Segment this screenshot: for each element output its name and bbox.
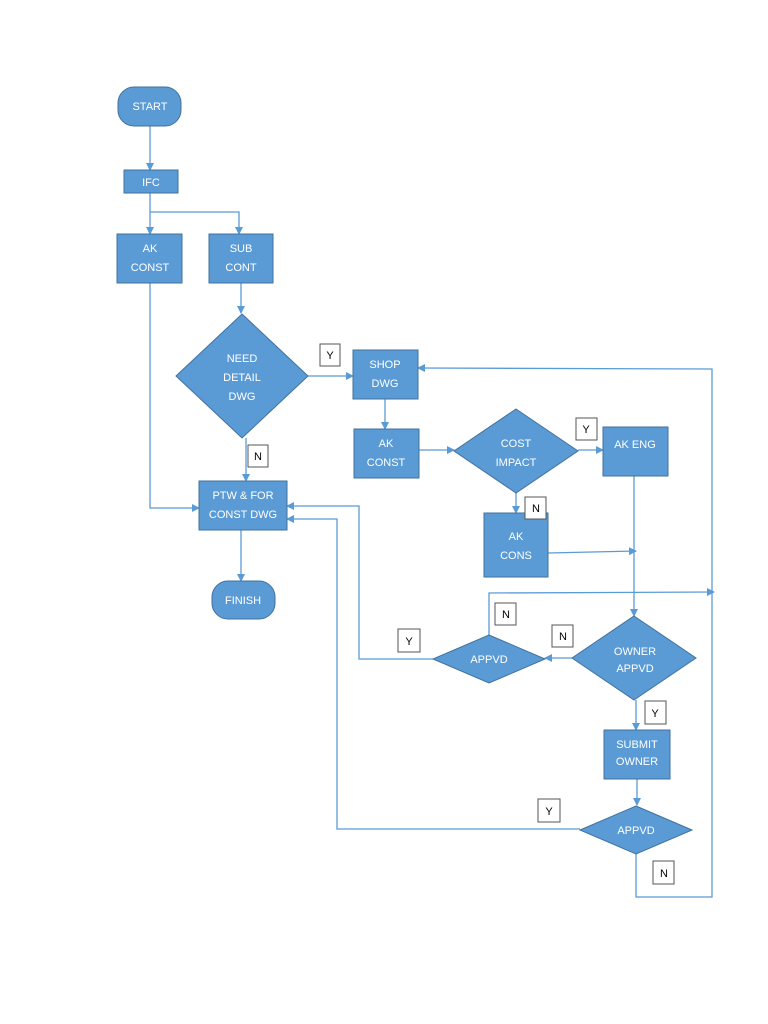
node-label: SHOP xyxy=(369,359,400,371)
node-label: APPVD xyxy=(617,825,654,837)
svg-text:FINISH: FINISH xyxy=(225,595,261,607)
node-label: SUBMIT xyxy=(616,739,658,751)
edge-label-cost-no: N xyxy=(524,496,547,520)
node-ptw-const-dwg: PTW & FOR CONST DWG xyxy=(198,480,288,531)
node-label: CONS xyxy=(500,550,532,562)
node-appvd-1: APPVD xyxy=(431,634,547,684)
node-ak-cons: AK CONS xyxy=(483,512,549,578)
svg-text:Y: Y xyxy=(582,424,590,436)
node-label: AK xyxy=(143,243,158,255)
svg-text:N: N xyxy=(502,609,510,621)
node-label: SUB xyxy=(230,243,253,255)
node-sub-cont: SUB CONT xyxy=(208,233,274,284)
node-label: CONST xyxy=(131,262,170,274)
edge-label-appvd1-no: N xyxy=(494,602,517,626)
svg-text:N: N xyxy=(254,451,262,463)
node-label: PTW & FOR xyxy=(212,490,273,502)
edge-label-owner-no: N xyxy=(551,624,574,648)
svg-text:START: START xyxy=(132,101,167,113)
node-label: CONST DWG xyxy=(209,509,277,521)
node-need-detail-dwg: NEED DETAIL DWG xyxy=(175,313,309,439)
svg-text:Y: Y xyxy=(405,636,413,648)
node-appvd-2: APPVD xyxy=(578,805,694,855)
node-shop-dwg: SHOP DWG xyxy=(352,349,419,400)
node-ak-const-2: AK CONST xyxy=(353,428,420,479)
svg-text:APPVD: APPVD xyxy=(617,825,654,837)
connector-ak-cons-merge xyxy=(547,547,637,556)
node-ak-eng: AK ENG xyxy=(602,426,669,477)
node-label: START xyxy=(132,101,167,113)
connector-appvd2-no xyxy=(417,364,713,898)
node-label: IFC xyxy=(142,177,160,189)
svg-text:Y: Y xyxy=(326,350,334,362)
node-label: NEED xyxy=(227,353,258,365)
node-finish: FINISH xyxy=(211,580,276,620)
connector-appvd1-yes xyxy=(286,502,433,660)
edge-label-appvd2-yes: Y xyxy=(537,798,561,823)
node-submit-owner: SUBMIT OWNER xyxy=(603,729,671,780)
node-label: COST xyxy=(501,438,532,450)
svg-text:N: N xyxy=(660,868,668,880)
connector-appvd1-no xyxy=(488,588,715,635)
svg-text:AK ENG: AK ENG xyxy=(614,439,656,451)
edge-label-appvd1-yes: Y xyxy=(397,628,421,653)
node-label: DETAIL xyxy=(223,372,261,384)
connector-appvd2-yes xyxy=(286,515,580,830)
connector-ak-const-ptw xyxy=(149,283,200,512)
node-label: OWNER xyxy=(616,756,658,768)
edge-label-cost-yes: Y xyxy=(575,417,598,441)
svg-text:N: N xyxy=(559,631,567,643)
node-label: DWG xyxy=(229,391,256,403)
node-start: START xyxy=(117,86,182,127)
node-label: IMPACT xyxy=(496,457,537,469)
edge-label-need-detail-yes: Y xyxy=(319,343,341,367)
connectors xyxy=(146,126,715,898)
svg-text:Y: Y xyxy=(651,708,659,720)
node-label: AK xyxy=(379,438,394,450)
node-ifc: IFC xyxy=(123,169,179,194)
node-ak-const-1: AK CONST xyxy=(116,233,183,284)
node-label: APPVD xyxy=(470,654,507,666)
node-label: AK ENG xyxy=(614,439,656,451)
svg-text:IFC: IFC xyxy=(142,177,160,189)
node-label: APPVD xyxy=(616,663,653,675)
edge-label-appvd2-no: N xyxy=(652,860,675,885)
node-label: CONST xyxy=(367,457,406,469)
node-label: AK xyxy=(509,531,524,543)
edge-label-need-detail-no: N xyxy=(247,444,269,468)
connector-ifc-sub-cont xyxy=(150,211,243,235)
node-owner-appvd: OWNER APPVD xyxy=(571,615,697,701)
svg-text:N: N xyxy=(532,503,540,515)
node-label: DWG xyxy=(372,378,399,390)
svg-text:APPVD: APPVD xyxy=(470,654,507,666)
node-label: OWNER xyxy=(614,646,656,658)
node-label: FINISH xyxy=(225,595,261,607)
node-label: CONT xyxy=(225,262,256,274)
edge-label-owner-yes: Y xyxy=(644,700,667,725)
node-cost-impact: COST IMPACT xyxy=(453,408,579,494)
svg-text:Y: Y xyxy=(545,806,553,818)
